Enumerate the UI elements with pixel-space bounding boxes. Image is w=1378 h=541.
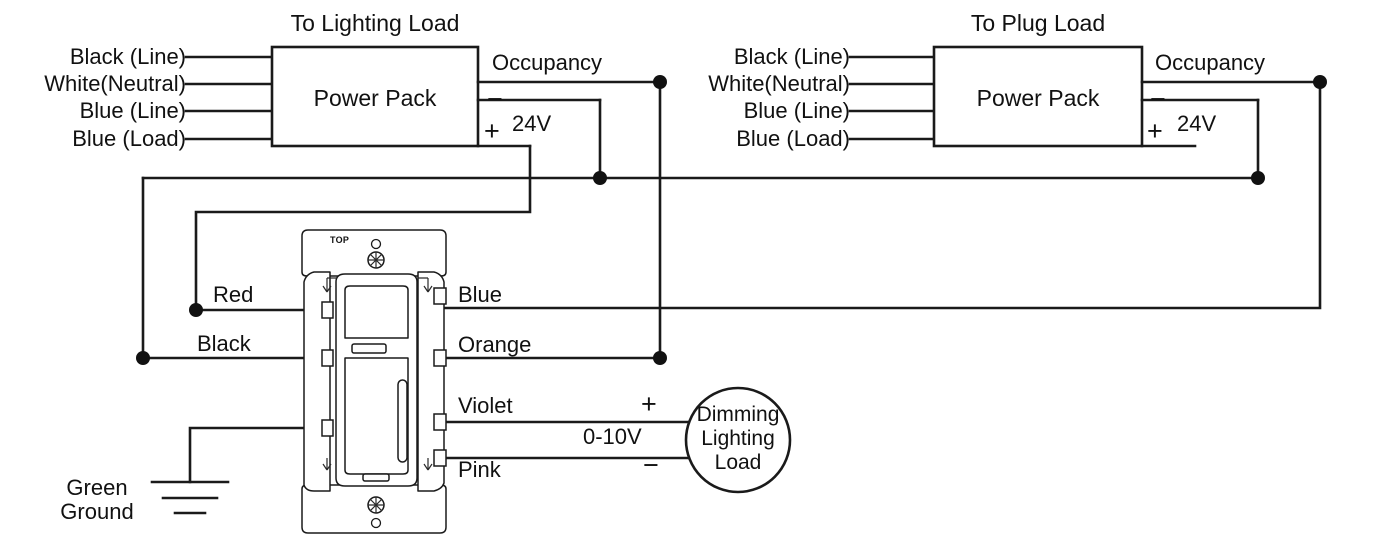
switch-wire-label-black: Black [197, 331, 251, 356]
right-plus-sign: + [1147, 116, 1163, 146]
right-input-label-blue-line: Blue (Line) [743, 98, 850, 123]
switch-bottom-hole [370, 517, 382, 529]
switch-status-led [351, 343, 387, 354]
switch-paddle-lower [344, 357, 409, 475]
right-input-label-white: White(Neutral) [708, 71, 850, 96]
switch-right-yoke [417, 271, 445, 492]
switch-terminal-blue [433, 287, 447, 305]
power-pack-left-group [184, 45, 480, 148]
switch-clip-bottomleft [322, 458, 332, 471]
power-pack-right-body-label: Power Pack [976, 85, 1100, 111]
ground-label-line1: Green [66, 475, 128, 500]
wire-ground [188, 426, 332, 484]
switch-terminal-orange [433, 349, 447, 367]
right-input-label-black: Black (Line) [733, 44, 850, 69]
dimming-load-minus-sign: − [643, 450, 659, 480]
right-24v-label: 24V [1177, 111, 1217, 136]
right-input-label-blue-load: Blue (Load) [736, 126, 850, 151]
ground-label-line2: Ground [60, 499, 134, 524]
junction-dot-occupancy-left [653, 75, 667, 89]
control-signal-label: 0-10V [583, 424, 642, 449]
switch-terminal-violet [433, 413, 447, 431]
switch-top-hole [370, 238, 382, 250]
junction-dot-black [136, 351, 150, 365]
dimming-load-line3: Load [714, 451, 762, 474]
junction-dot-orange [653, 351, 667, 365]
switch-wire-label-violet: Violet [458, 393, 513, 418]
left-input-label-white: White(Neutral) [44, 71, 186, 96]
left-plus-sign: + [484, 116, 500, 146]
switch-top-screw-cross [368, 252, 384, 268]
junction-dot-occupancy-right [1313, 75, 1327, 89]
wire-right-occupancy-to-blue [438, 80, 1322, 310]
left-occupancy-label: Occupancy [492, 50, 603, 75]
switch-bottom-screw-cross [368, 497, 384, 513]
dimming-load-plus-sign: + [641, 389, 657, 419]
right-minus-sign: − [1150, 84, 1166, 114]
left-24v-label: 24V [512, 111, 552, 136]
left-input-label-blue-line: Blue (Line) [79, 98, 186, 123]
switch-clip-topleft [322, 277, 337, 293]
junction-dot-red [189, 303, 203, 317]
switch-terminal-pink [433, 449, 447, 467]
switch-terminal-ground [321, 419, 334, 437]
dimming-load-line2: Lighting [701, 427, 775, 450]
switch-wire-label-orange: Orange [458, 332, 532, 357]
junction-dot-24v-right [1251, 171, 1265, 185]
dimmer-switch-device [301, 229, 447, 534]
junction-dot-24v-left [593, 171, 607, 185]
left-input-label-blue-load: Blue (Load) [72, 126, 186, 151]
power-pack-right-group [848, 45, 1144, 148]
dimming-load-line1: Dimming [696, 403, 780, 426]
switch-terminal-black [321, 349, 334, 367]
switch-clip-topright [418, 277, 433, 293]
power-pack-left-body-label: Power Pack [313, 85, 437, 111]
left-minus-sign: − [487, 84, 503, 114]
switch-terminal-red [321, 301, 334, 319]
switch-wire-label-red: Red [213, 282, 254, 307]
switch-wire-label-blue: Blue [458, 282, 503, 307]
power-pack-left-box [270, 45, 480, 148]
switch-top-tag-label: TOP [330, 235, 350, 245]
left-input-label-black: Black (Line) [69, 44, 186, 69]
power-pack-left-title: To Lighting Load [290, 10, 460, 36]
switch-paddle-upper [344, 285, 409, 339]
switch-dimmer-slider [397, 379, 408, 463]
switch-clip-bottomright [423, 458, 433, 471]
switch-wire-label-pink: Pink [458, 457, 501, 482]
power-pack-right-title: To Plug Load [970, 10, 1106, 36]
dimming-lighting-load-circle [684, 386, 792, 494]
power-pack-right-box [932, 45, 1144, 148]
right-occupancy-label: Occupancy [1155, 50, 1266, 75]
switch-bottom-tab [362, 473, 390, 482]
